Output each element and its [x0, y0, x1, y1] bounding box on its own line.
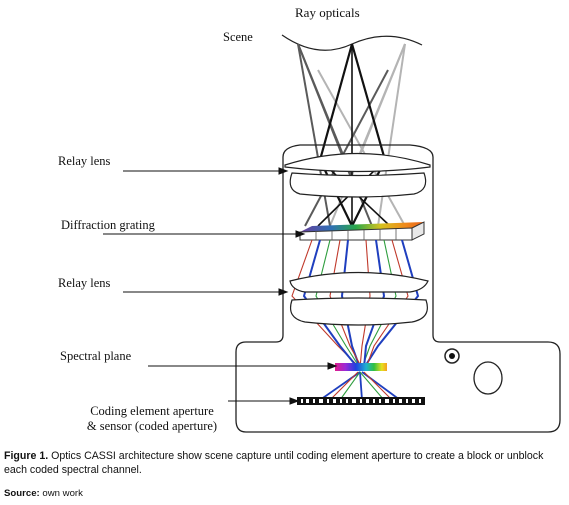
- coding-element-label-line2: & sensor (coded aperture): [86, 419, 218, 433]
- coded-aperture: [297, 397, 425, 405]
- label-arrows: [103, 167, 338, 405]
- indicator-dot-icon: [449, 353, 455, 359]
- spectral-plane-label: Spectral plane: [60, 349, 132, 363]
- diagram-title: Ray opticals: [295, 5, 360, 20]
- figure-caption: Figure 1. Optics CASSI architecture show…: [4, 449, 562, 477]
- caption-text: Optics CASSI architecture show scene cap…: [4, 450, 544, 476]
- relay-lens-bottom: [289, 271, 429, 326]
- instrument-housing: [235, 144, 561, 433]
- diffraction-grating: [299, 221, 425, 241]
- knob-icon: [473, 361, 503, 395]
- coding-element-label-line1: Coding element aperture: [90, 404, 214, 418]
- relay-lens-bottom-label: Relay lens: [58, 276, 111, 290]
- figure-number: Figure 1.: [4, 450, 49, 462]
- source-text: own work: [42, 488, 83, 499]
- spectral-plane-strip: [335, 363, 387, 371]
- diffraction-grating-label: Diffraction grating: [61, 218, 155, 232]
- figure-source: Source: own work: [4, 488, 83, 499]
- relay-lens-top: [284, 152, 431, 198]
- scene-label: Scene: [223, 30, 253, 44]
- coding-element-label: Coding element aperture & sensor (coded …: [62, 404, 242, 434]
- source-label: Source:: [4, 488, 40, 499]
- relay-lens-top-label: Relay lens: [58, 154, 111, 168]
- scene-rays: [297, 43, 406, 227]
